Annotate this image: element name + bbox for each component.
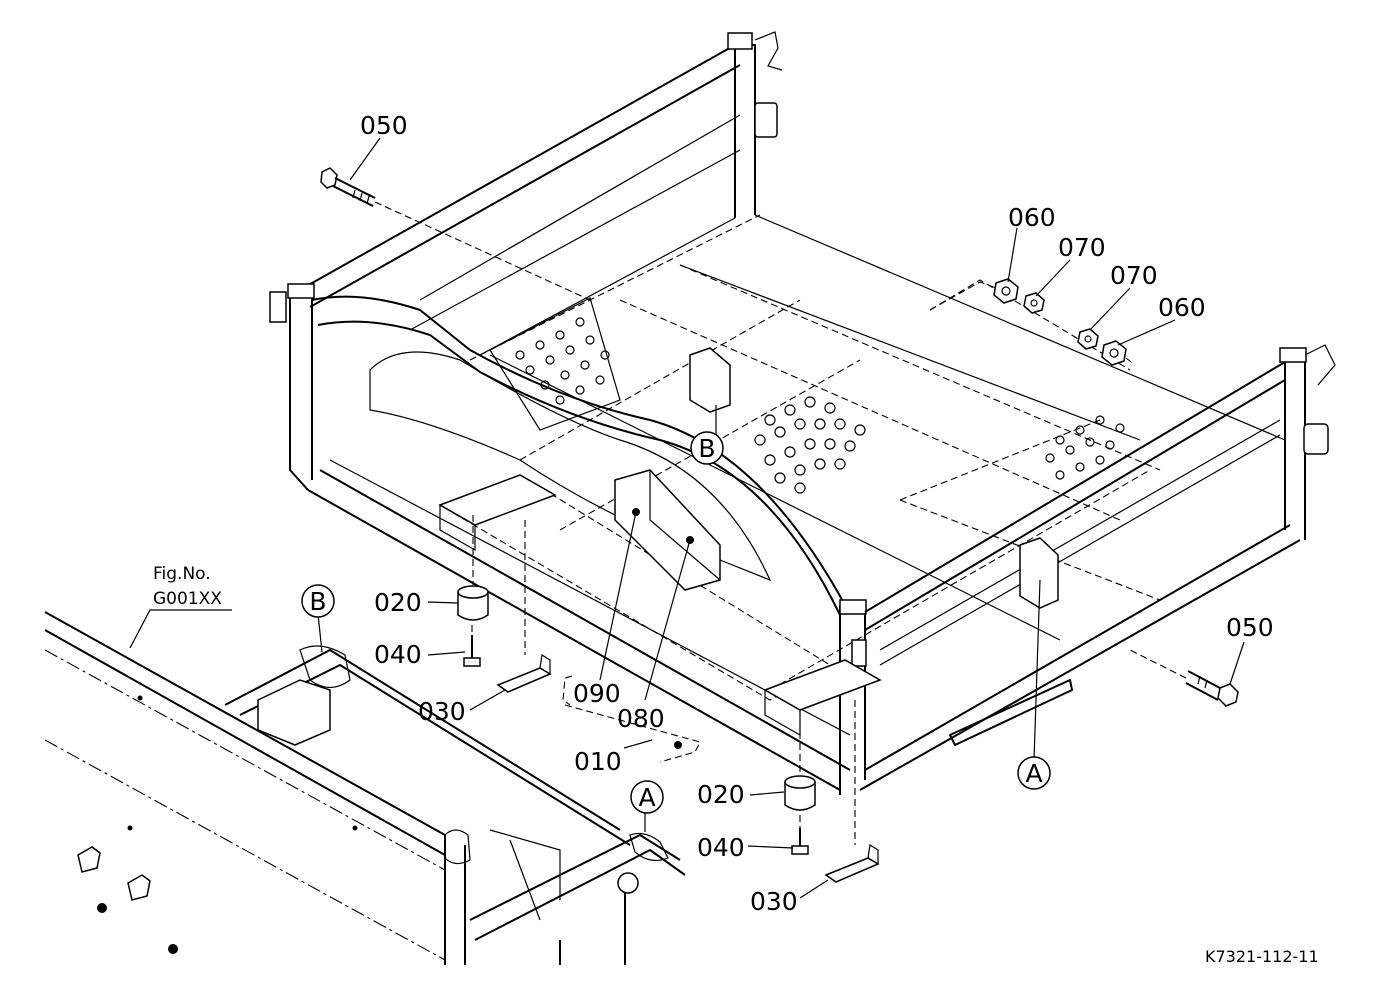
perforation-right xyxy=(1045,415,1125,480)
callout-030-right: 030 xyxy=(750,887,798,916)
callout-060-b: 060 xyxy=(1158,293,1206,322)
nut-060-a xyxy=(993,278,1019,304)
corner-post-cap xyxy=(839,599,867,615)
bolt-050-top xyxy=(320,167,591,301)
diagram-code: K7321-112-11 xyxy=(1205,947,1319,966)
nut-060-b xyxy=(1101,340,1127,366)
callout-010: 010 xyxy=(574,747,622,776)
bracket-left xyxy=(438,474,557,526)
fig-ref-number: G001XX xyxy=(153,589,222,609)
svg-text:A: A xyxy=(1025,759,1042,788)
rear-post-cap xyxy=(1279,347,1307,363)
frame xyxy=(44,611,686,965)
nut-070-b xyxy=(1077,328,1099,350)
hinge-plate-b xyxy=(689,347,731,413)
frame-pivot xyxy=(617,872,639,894)
cushion-020-right xyxy=(784,775,816,811)
perforation-center xyxy=(754,396,866,494)
strap-030-right xyxy=(824,844,880,883)
marker-a-lower: A xyxy=(630,780,664,814)
front-hinge-bracket xyxy=(754,102,778,138)
callout-080: 080 xyxy=(617,704,665,733)
fig-ref-label: Fig.No. xyxy=(153,564,211,584)
perforation-left xyxy=(489,297,621,431)
callout-040-left: 040 xyxy=(374,640,422,669)
strap-030-left xyxy=(496,654,552,693)
callout-020-right: 020 xyxy=(697,780,745,809)
callout-040-right: 040 xyxy=(697,833,745,862)
cargo-bed xyxy=(269,31,1336,795)
bracket-right xyxy=(763,659,882,711)
left-post-cap xyxy=(287,283,315,299)
marker-a-right: A xyxy=(1017,756,1051,790)
frame-tab-1 xyxy=(77,846,101,873)
frame-bracket xyxy=(257,679,331,746)
reinforcement-box xyxy=(614,469,721,591)
callout-050-right: 050 xyxy=(1226,613,1274,642)
svg-text:B: B xyxy=(309,587,326,616)
callout-090: 090 xyxy=(573,679,621,708)
corner-latch xyxy=(851,639,867,667)
callout-020-left: 020 xyxy=(374,588,422,617)
marker-b-lower: B xyxy=(301,584,335,618)
marker-b-upper: B xyxy=(690,431,724,465)
hinge-plate-a xyxy=(1019,537,1059,609)
callout-060-a: 060 xyxy=(1008,203,1056,232)
rear-hinge-bracket xyxy=(1303,423,1329,455)
callout-050-top: 050 xyxy=(360,111,408,140)
svg-text:B: B xyxy=(698,434,715,463)
bolt-050-right xyxy=(1129,649,1239,707)
frame-tab-2 xyxy=(127,874,151,901)
cushion-020-left xyxy=(457,585,489,621)
bolt-040-right xyxy=(791,828,809,855)
svg-text:A: A xyxy=(638,783,655,812)
bolt-040-left xyxy=(463,635,481,667)
callout-030-left: 030 xyxy=(418,697,466,726)
left-hinge-bracket xyxy=(269,291,287,323)
callout-070-a: 070 xyxy=(1058,233,1106,262)
front-post-cap xyxy=(727,32,753,50)
nut-070-a xyxy=(1023,292,1045,314)
callout-070-b: 070 xyxy=(1110,261,1158,290)
